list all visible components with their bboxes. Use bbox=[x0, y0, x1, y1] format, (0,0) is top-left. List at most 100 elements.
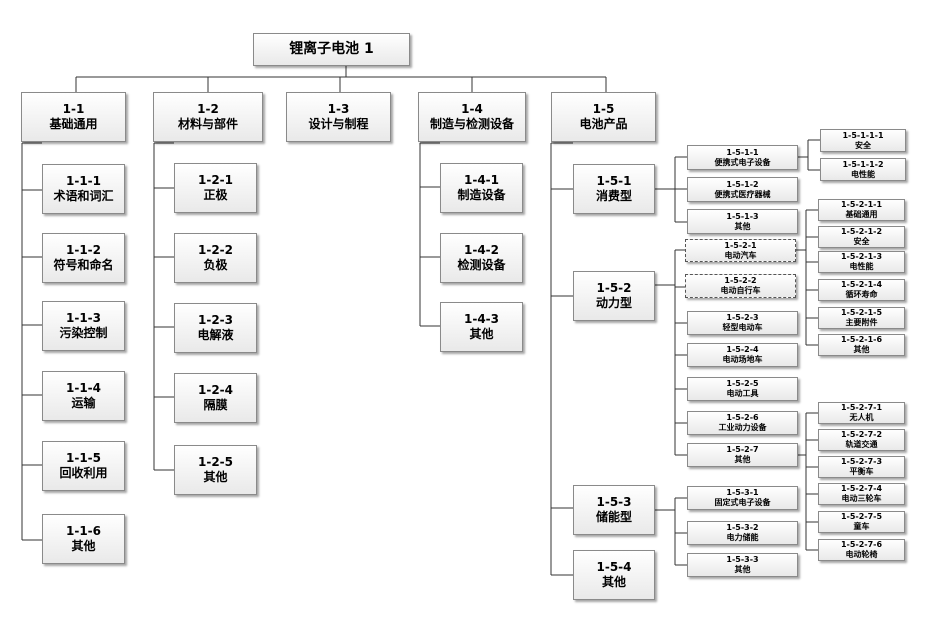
node-1-5-1-2[interactable]: 1-5-1-2 便携式医疗器械 bbox=[687, 177, 798, 202]
node-1-5-2-7-4[interactable]: 1-5-2-7-4 电动三轮车 bbox=[818, 483, 905, 505]
node-code: 1-5-2-5 bbox=[726, 379, 759, 389]
node-1-4-2[interactable]: 1-4-2 检测设备 bbox=[440, 233, 523, 283]
node-code: 1-1-1 bbox=[65, 174, 101, 188]
node-code: 1-5-1-1 bbox=[726, 147, 759, 157]
node-code: 1-5-1-2 bbox=[726, 179, 759, 189]
node-label: 固定式电子设备 bbox=[714, 498, 771, 507]
node-1-5-2-1-3[interactable]: 1-5-2-1-3 电性能 bbox=[818, 251, 905, 273]
node-1-5-2-3[interactable]: 1-5-2-3 轻型电动车 bbox=[687, 311, 798, 335]
node-1-5-2-1-4[interactable]: 1-5-2-1-4 循环寿命 bbox=[818, 279, 905, 301]
node-1-5[interactable]: 1-5 电池产品 bbox=[551, 92, 656, 142]
node-code: 1-2-2 bbox=[197, 243, 233, 257]
node-1-5-3-2[interactable]: 1-5-3-2 电力储能 bbox=[687, 521, 798, 545]
node-code: 1-5-2-7-5 bbox=[840, 512, 883, 522]
node-label: 污染控制 bbox=[59, 326, 108, 340]
node-1-5-2-1[interactable]: 1-5-2-1 电动汽车 bbox=[685, 239, 796, 262]
node-1-5-3[interactable]: 1-5-3 储能型 bbox=[573, 485, 655, 535]
node-label: 回收利用 bbox=[59, 466, 108, 480]
node-label: 消费型 bbox=[595, 189, 632, 203]
node-label: 轻型电动车 bbox=[722, 323, 763, 332]
node-label: 电池产品 bbox=[579, 117, 628, 131]
node-label: 无人机 bbox=[849, 413, 874, 422]
node-code: 1-1-5 bbox=[65, 451, 101, 465]
node-1-5-2[interactable]: 1-5-2 动力型 bbox=[573, 271, 655, 321]
node-1-5-2-7-6[interactable]: 1-5-2-7-6 电动轮椅 bbox=[818, 539, 905, 561]
node-1-4[interactable]: 1-4 制造与检测设备 bbox=[418, 92, 526, 142]
node-1-4-1[interactable]: 1-4-1 制造设备 bbox=[440, 163, 523, 213]
node-label: 便携式医疗器械 bbox=[714, 189, 771, 199]
node-1-5-1-1-2[interactable]: 1-5-1-1-2 电性能 bbox=[820, 158, 906, 181]
node-1-1-1[interactable]: 1-1-1 术语和词汇 bbox=[42, 164, 125, 214]
node-label: 电性能 bbox=[851, 169, 875, 179]
node-1-2[interactable]: 1-2 材料与部件 bbox=[153, 92, 263, 142]
node-1-2-5[interactable]: 1-2-5 其他 bbox=[174, 445, 257, 495]
node-1-5-2-1-5[interactable]: 1-5-2-1-5 主要附件 bbox=[818, 307, 905, 329]
node-1-1-3[interactable]: 1-1-3 污染控制 bbox=[42, 301, 125, 351]
node-code: 1-5-2-7-4 bbox=[840, 484, 883, 494]
node-label: 安全 bbox=[855, 140, 871, 150]
node-1-5-2-1-6[interactable]: 1-5-2-1-6 其他 bbox=[818, 334, 905, 356]
node-1-5-2-4[interactable]: 1-5-2-4 电动场地车 bbox=[687, 343, 798, 367]
node-label: 设计与制程 bbox=[308, 117, 369, 131]
node-1-1-5[interactable]: 1-1-5 回收利用 bbox=[42, 441, 125, 491]
node-1-4-3[interactable]: 1-4-3 其他 bbox=[440, 302, 523, 352]
node-label: 其他 bbox=[734, 221, 751, 231]
node-1-5-2-1-1[interactable]: 1-5-2-1-1 基础通用 bbox=[818, 199, 905, 221]
node-label: 其他 bbox=[853, 345, 870, 354]
node-label: 其他 bbox=[601, 575, 626, 589]
node-1-2-3[interactable]: 1-2-3 电解液 bbox=[174, 303, 257, 353]
root-node[interactable]: 锂离子电池 1 bbox=[253, 33, 410, 66]
node-code: 1-5 bbox=[592, 102, 615, 116]
node-1-1-4[interactable]: 1-1-4 运输 bbox=[42, 371, 125, 421]
node-code: 1-2-1 bbox=[197, 173, 233, 187]
node-label: 其他 bbox=[203, 470, 228, 484]
node-1-5-2-7-3[interactable]: 1-5-2-7-3 平衡车 bbox=[818, 456, 905, 478]
node-1-2-2[interactable]: 1-2-2 负极 bbox=[174, 233, 257, 283]
node-label: 工业动力设备 bbox=[718, 423, 767, 432]
node-1-5-1-3[interactable]: 1-5-1-3 其他 bbox=[687, 209, 798, 234]
node-code: 1-5-2-1-1 bbox=[840, 200, 883, 210]
node-1-1[interactable]: 1-1 基础通用 bbox=[21, 92, 126, 142]
node-label: 术语和词汇 bbox=[53, 189, 114, 203]
node-1-2-1[interactable]: 1-2-1 正极 bbox=[174, 163, 257, 213]
node-label: 电动汽车 bbox=[724, 250, 757, 260]
node-label: 其他 bbox=[469, 327, 494, 341]
node-1-5-2-6[interactable]: 1-5-2-6 工业动力设备 bbox=[687, 411, 798, 435]
node-label: 制造与检测设备 bbox=[429, 117, 514, 131]
node-1-5-2-7[interactable]: 1-5-2-7 其他 bbox=[687, 443, 798, 467]
node-code: 1-4-2 bbox=[463, 243, 499, 257]
node-label: 隔膜 bbox=[203, 398, 228, 412]
node-1-5-2-7-5[interactable]: 1-5-2-7-5 童车 bbox=[818, 511, 905, 533]
node-1-5-2-7-2[interactable]: 1-5-2-7-2 轨道交通 bbox=[818, 429, 905, 451]
node-label: 轨道交通 bbox=[845, 440, 878, 449]
node-code: 1-5-2-7-3 bbox=[840, 457, 883, 467]
node-code: 1-5-4 bbox=[596, 560, 632, 574]
node-1-1-2[interactable]: 1-1-2 符号和命名 bbox=[42, 233, 125, 283]
node-code: 1-5-2-1-4 bbox=[840, 280, 883, 290]
node-1-5-2-5[interactable]: 1-5-2-5 电动工具 bbox=[687, 377, 798, 401]
node-1-5-1[interactable]: 1-5-1 消费型 bbox=[573, 164, 655, 214]
node-code: 1-1 bbox=[62, 102, 85, 116]
node-label: 储能型 bbox=[595, 510, 632, 524]
node-code: 1-1-6 bbox=[65, 524, 101, 538]
node-label: 电解液 bbox=[197, 328, 234, 342]
node-1-1-6[interactable]: 1-1-6 其他 bbox=[42, 514, 125, 564]
node-1-3[interactable]: 1-3 设计与制程 bbox=[286, 92, 391, 142]
node-1-5-2-1-2[interactable]: 1-5-2-1-2 安全 bbox=[818, 226, 905, 248]
node-label: 基础通用 bbox=[49, 117, 98, 131]
node-1-2-4[interactable]: 1-2-4 隔膜 bbox=[174, 373, 257, 423]
node-code: 1-5-2-7-1 bbox=[840, 403, 883, 413]
node-label: 主要附件 bbox=[845, 318, 878, 327]
node-1-5-4[interactable]: 1-5-4 其他 bbox=[573, 550, 655, 600]
node-code: 1-4 bbox=[461, 102, 483, 116]
node-code: 1-5-2 bbox=[596, 281, 632, 295]
node-1-5-2-2[interactable]: 1-5-2-2 电动自行车 bbox=[685, 274, 796, 298]
node-1-5-1-1-1[interactable]: 1-5-1-1-1 安全 bbox=[820, 129, 906, 152]
node-1-5-3-1[interactable]: 1-5-3-1 固定式电子设备 bbox=[687, 486, 798, 510]
node-code: 1-4-1 bbox=[463, 173, 499, 187]
node-1-5-1-1[interactable]: 1-5-1-1 便携式电子设备 bbox=[687, 145, 798, 170]
node-1-5-2-7-1[interactable]: 1-5-2-7-1 无人机 bbox=[818, 402, 905, 424]
node-1-5-3-3[interactable]: 1-5-3-3 其他 bbox=[687, 553, 798, 577]
node-label: 负极 bbox=[203, 258, 228, 272]
